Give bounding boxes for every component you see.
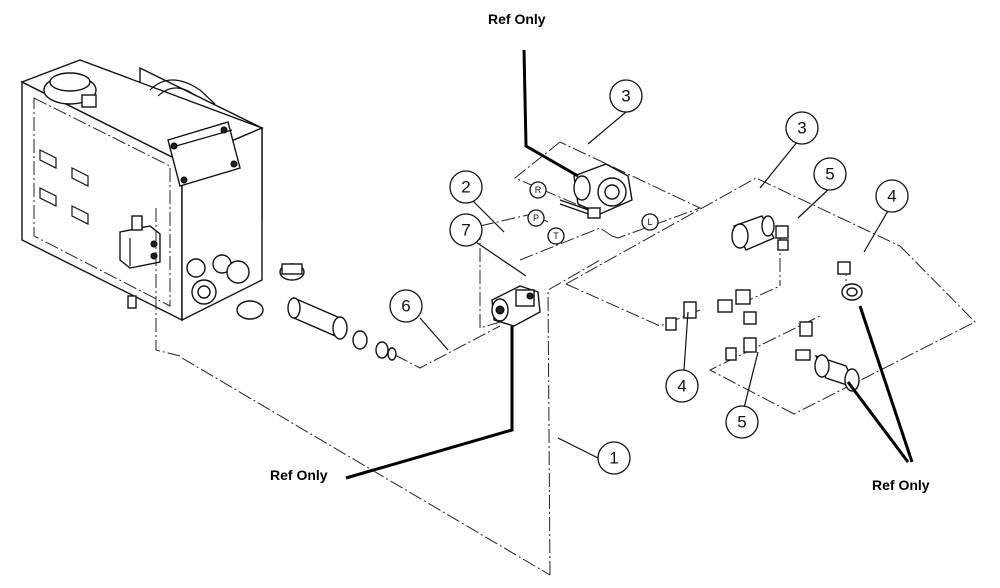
callout-leaders xyxy=(419,111,893,459)
fittings-tees xyxy=(665,261,863,361)
callout-3a: 3 xyxy=(609,79,643,113)
ref-only-label-left: Ref Only xyxy=(270,467,328,483)
svg-text:4: 4 xyxy=(677,377,686,396)
svg-text:3: 3 xyxy=(621,87,630,106)
cylinder-lower xyxy=(795,349,860,392)
svg-text:5: 5 xyxy=(737,413,746,432)
ref-only-leaders xyxy=(345,49,914,480)
callout-6: 6 xyxy=(389,289,423,323)
callout-4a: 4 xyxy=(875,179,909,213)
cylinder-upper xyxy=(731,215,789,251)
callout-5a: 5 xyxy=(813,157,847,191)
callout-2: 2 xyxy=(449,170,483,204)
svg-text:1: 1 xyxy=(609,449,618,468)
port-label-l: L xyxy=(647,217,652,227)
ref-only-label-right: Ref Only xyxy=(872,477,930,493)
svg-text:3: 3 xyxy=(797,119,806,138)
hydraulic-lines xyxy=(155,141,976,576)
svg-text:7: 7 xyxy=(461,221,470,240)
pump-assembly xyxy=(491,285,541,327)
callout-bubbles: 1 2 3 3 4 4 5 5 xyxy=(389,79,909,475)
valve-block xyxy=(119,215,161,309)
svg-text:6: 6 xyxy=(401,297,410,316)
reservoir-tank xyxy=(20,59,264,322)
callout-5b: 5 xyxy=(725,405,759,439)
callout-7: 7 xyxy=(449,213,483,247)
callout-4b: 4 xyxy=(665,369,699,403)
port-label-p: P xyxy=(533,213,539,223)
svg-text:4: 4 xyxy=(887,187,896,206)
svg-text:2: 2 xyxy=(461,178,470,197)
callout-3b: 3 xyxy=(785,111,819,145)
port-label-t: T xyxy=(553,231,559,241)
directional-valve xyxy=(559,163,633,219)
filter-assembly xyxy=(236,263,397,361)
callout-1: 1 xyxy=(597,441,631,475)
port-label-r: R xyxy=(535,185,542,195)
port-labels: R P T L xyxy=(527,181,659,245)
mounting-brackets xyxy=(39,149,89,225)
svg-text:5: 5 xyxy=(825,165,834,184)
ref-only-label-top: Ref Only xyxy=(488,11,546,27)
